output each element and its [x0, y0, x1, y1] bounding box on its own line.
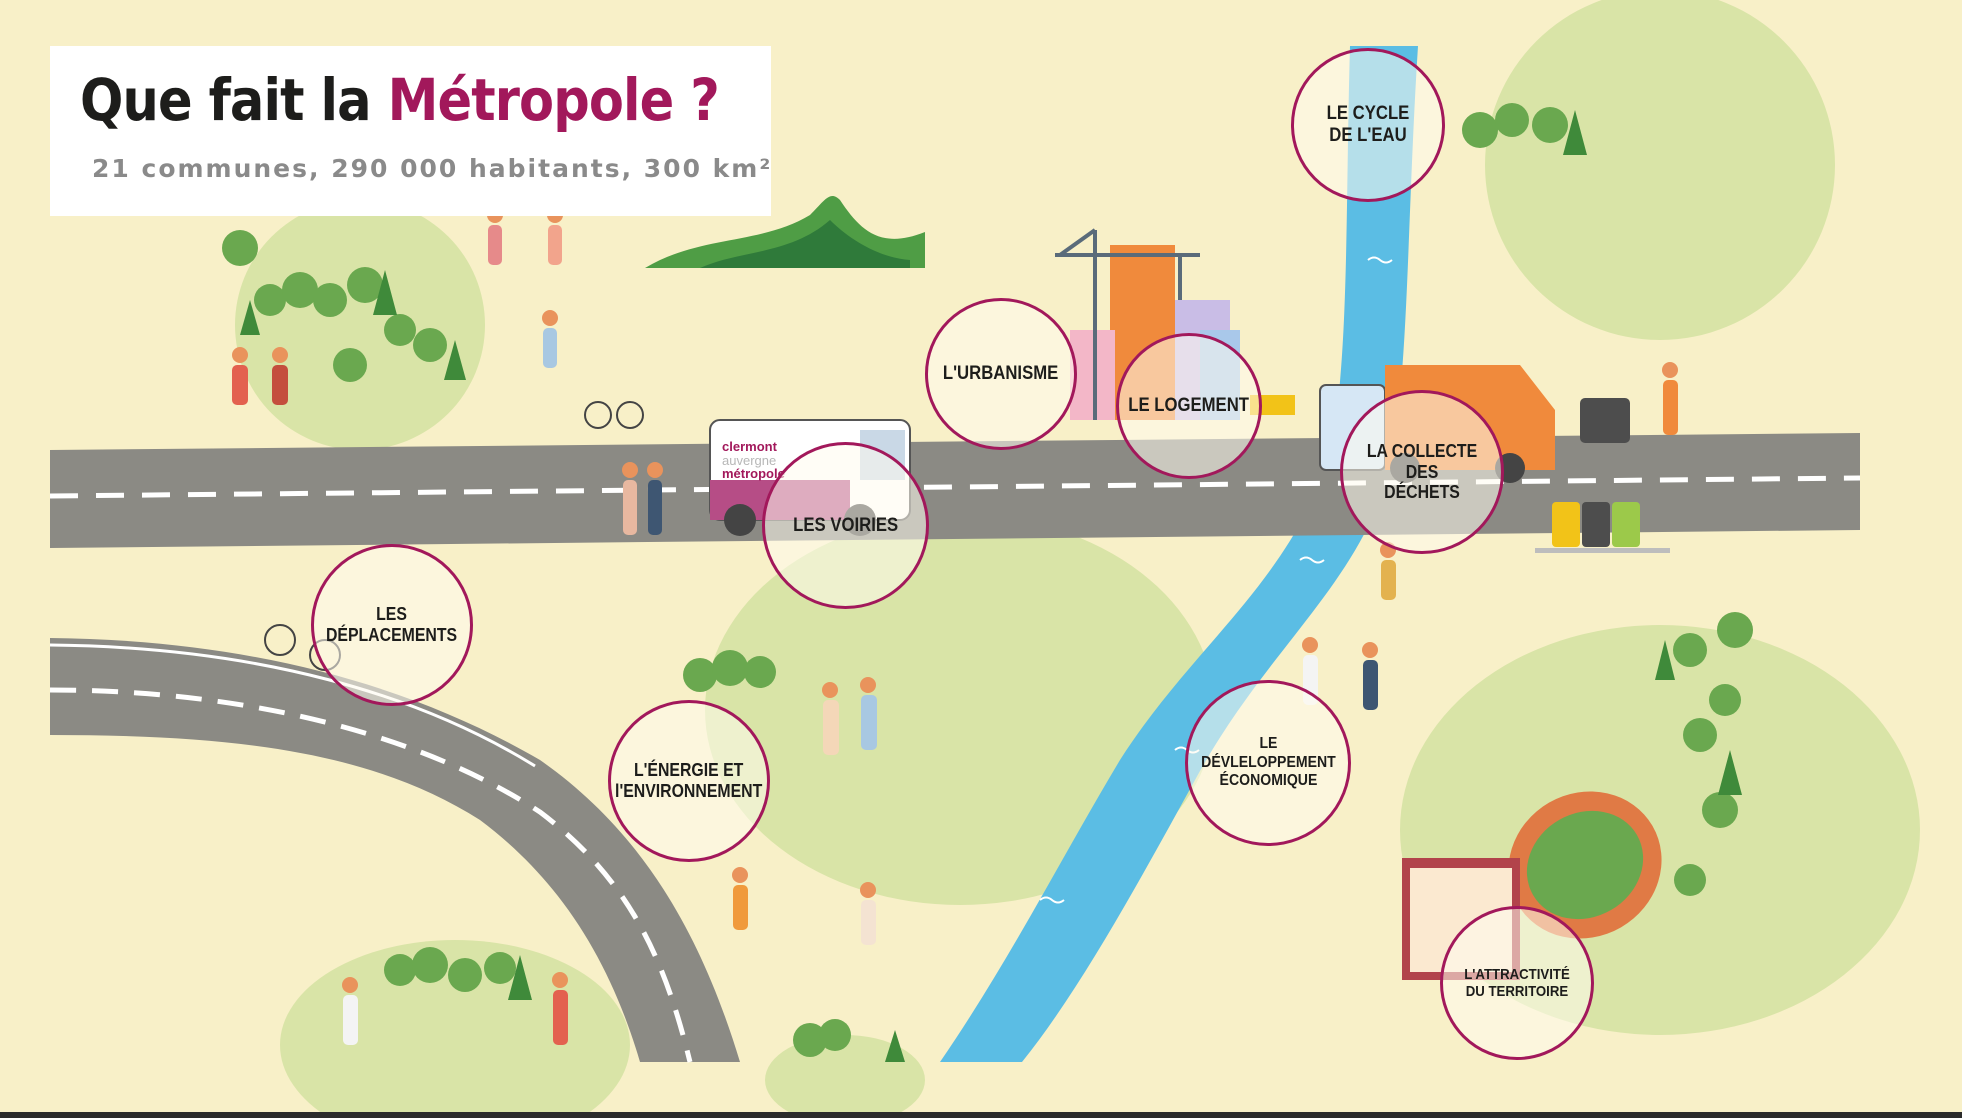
hotspot-label: L'ATTRACTIVITÉ DU TERRITOIRE: [1464, 965, 1570, 1000]
page-subtitle: 21 communes, 290 000 habitants, 300 km²: [92, 154, 773, 183]
page-title: Que fait la Métropole ?: [80, 66, 720, 134]
hotspot-label: LES VOIRIES: [793, 514, 898, 536]
hotspot-logement[interactable]: LE LOGEMENT: [1116, 333, 1262, 479]
hotspot-label: L'URBANISME: [943, 363, 1059, 385]
hotspot-urbanisme[interactable]: L'URBANISME: [925, 298, 1077, 450]
vehicle-brand: clermont auvergne métropole: [722, 440, 785, 481]
stadium: [1508, 791, 1662, 939]
curved-road: [50, 638, 740, 1062]
bicycles: [264, 401, 644, 671]
hotspot-label: LES DÉPLACEMENTS: [326, 604, 458, 645]
road-marking: [49, 475, 1861, 499]
hotspot-attractivite-territoire[interactable]: L'ATTRACTIVITÉ DU TERRITOIRE: [1440, 906, 1594, 1060]
brand-line-1: clermont: [722, 439, 777, 454]
mountain-shade: [700, 220, 910, 268]
brand-line-3: métropole: [722, 466, 785, 482]
title-card: Que fait la Métropole ? 21 communes, 290…: [50, 46, 771, 216]
hotspot-label: LE CYCLE DE L'EAU: [1326, 103, 1410, 146]
curved-road-edge: [49, 643, 536, 768]
title-accent: Métropole ?: [387, 66, 720, 134]
hotspot-deplacements[interactable]: LES DÉPLACEMENTS: [311, 544, 473, 706]
hotspot-label: LA COLLECTE DES DÉCHETS: [1366, 440, 1478, 503]
hotspot-label: LE LOGEMENT: [1128, 395, 1250, 417]
bottom-bar: [0, 1112, 1962, 1118]
hotspot-voiries[interactable]: LES VOIRIES: [762, 442, 929, 609]
hotspot-collecte-dechets[interactable]: LA COLLECTE DES DÉCHETS: [1340, 390, 1504, 554]
hotspot-developpement-economique[interactable]: LE DÉVLELOPPEMENT ÉCONOMIQUE: [1185, 680, 1351, 846]
hotspot-cycle-eau[interactable]: LE CYCLE DE L'EAU: [1291, 48, 1445, 202]
title-prefix: Que fait la: [80, 66, 388, 134]
curved-road-marking: [49, 687, 693, 1063]
trees: [222, 103, 1753, 1062]
recycling-bins: [1535, 502, 1670, 553]
hotspot-label: L'ÉNERGIE ET l'ENVIRONNEMENT: [615, 760, 763, 801]
hotspot-label: LE DÉVLELOPPEMENT ÉCONOMIQUE: [1200, 735, 1336, 790]
brand-line-2: auvergne: [722, 452, 777, 468]
people: [232, 207, 1678, 1045]
hotspot-energie-environnement[interactable]: L'ÉNERGIE ET l'ENVIRONNEMENT: [608, 700, 770, 862]
